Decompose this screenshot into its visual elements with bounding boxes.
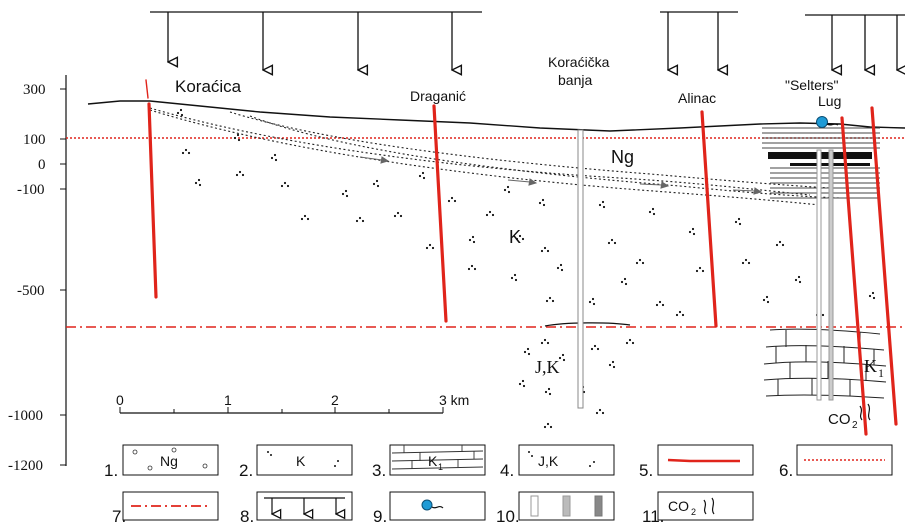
svg-text:8.: 8. [240,507,254,526]
unit-label-k1-sub: 1 [878,366,884,380]
jk-outcrop-outline [544,322,631,327]
label-lug: Lug [818,93,841,109]
boreholes-selters [816,149,834,401]
y-tick-minus-1200: -1200 [8,458,43,474]
co2-annotation: CO 2 [828,403,871,431]
legend-item-11: 11. CO 2 [642,491,754,526]
label-draganic: Draganić [410,88,466,104]
scale-tick-1: 1 [224,392,232,408]
legend-item-9: 9. [373,491,486,526]
label-selters: "Selters" [785,77,839,93]
scale-bar: 0 1 2 3 km [116,392,469,414]
y-tick-100: 100 [23,132,46,148]
ng-layer-boundaries [149,107,841,206]
legend-label-co2-sub: 2 [691,507,696,517]
flow-arrows [359,156,763,195]
y-tick-minus-500: -500 [17,283,45,299]
scale-tick-0: 0 [116,392,124,408]
co2-label-sub: 2 [852,420,858,431]
y-tick-0: 0 [38,157,46,173]
svg-text:10.: 10. [496,507,520,526]
co2-label-base: CO [828,411,851,428]
legend-item-8: 8. [240,491,353,526]
terrain-surface [87,100,905,132]
legend-item-7: 7. [112,491,219,526]
svg-text:9.: 9. [373,507,387,526]
mineral-spring-symbol [816,116,839,128]
depth-axis: 300 100 0 -100 -500 -1000 -1200 [8,75,67,474]
legend-label-co2: CO [668,498,689,514]
svg-text:1.: 1. [104,461,118,480]
unit-label-k: K [509,227,521,247]
unit-label-jk: J,K [535,357,560,377]
label-koracicka-line2: banja [558,72,592,88]
ng-stratified-block [762,127,880,199]
y-tick-300: 300 [23,82,46,98]
legend-label-k1-sub: 1 [438,462,443,472]
legend-item-6: 6. [779,444,893,480]
legend-item-2: 2. K [239,444,353,480]
k-unit-dots [176,108,876,429]
recharge-arrows [150,11,905,70]
legend-label-jk: J,K [538,453,559,469]
legend-item-10: 10. [496,491,615,526]
unit-label-k1-base: K [864,356,877,376]
scale-tick-2: 2 [331,392,339,408]
legend-item-3: 3. K 1 [372,444,486,480]
legend-item-4: 4. J,K [500,444,615,480]
legend-label-ng: Ng [160,453,178,469]
label-alinac: Alinac [678,90,716,106]
legend-label-k1: K [428,453,438,469]
svg-text:4.: 4. [500,461,514,480]
label-koracicka-line1: Koraćička [548,54,610,70]
y-tick-minus-1000: -1000 [8,408,43,424]
faults [145,79,898,436]
scale-tick-3km: 3 km [439,392,469,408]
svg-text:3.: 3. [372,461,386,480]
unit-label-k1: K 1 [864,356,884,380]
label-koracica: Koraćica [175,77,242,96]
legend-item-5: 5. [639,444,754,480]
svg-text:2.: 2. [239,461,253,480]
unit-label-ng: Ng [611,147,634,167]
legend: 1. Ng 2. K 3. K 1 4. J, [104,444,893,526]
legend-item-1: 1. Ng [104,444,219,480]
svg-text:6.: 6. [779,461,793,480]
borehole-koracicka-banja [577,129,584,409]
svg-text:5.: 5. [639,461,653,480]
y-tick-minus-100: -100 [17,182,45,198]
legend-label-k: K [296,453,306,469]
